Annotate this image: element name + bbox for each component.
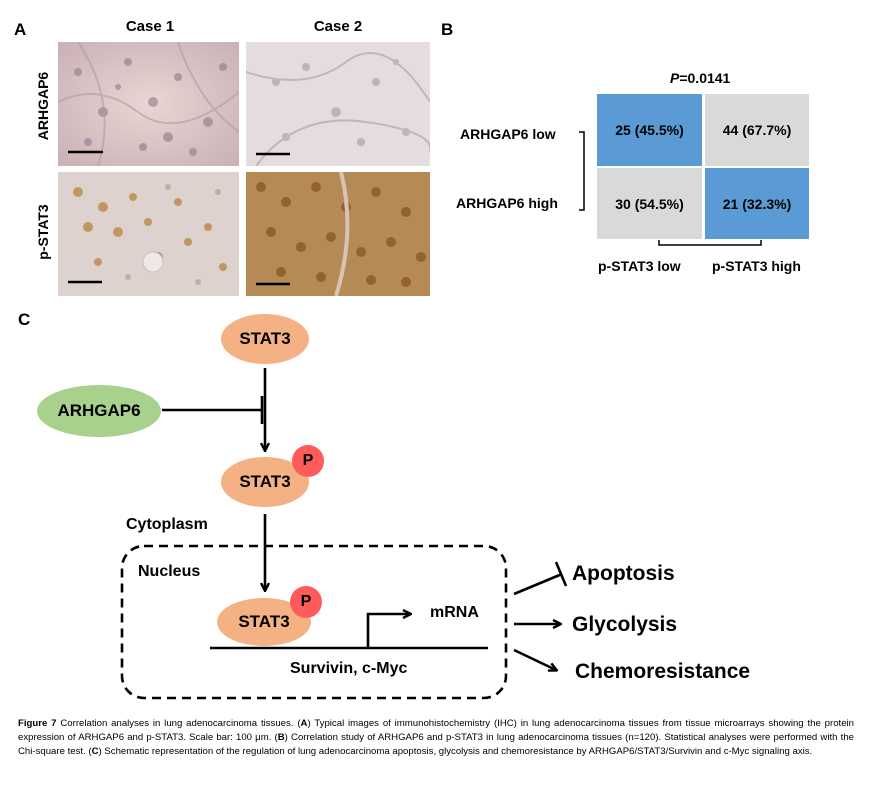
cell-high-low: 30 (54.5%) xyxy=(597,168,702,239)
ihc-image-pstat3-case1 xyxy=(58,172,239,296)
phospho-badge-nucleus: P xyxy=(290,586,322,618)
arhgap6-row-label: ARHGAP6 xyxy=(35,71,51,141)
panel-b-letter: B xyxy=(441,20,454,39)
case-1-label: Case 1 xyxy=(125,18,175,35)
stat3-node: STAT3 xyxy=(221,314,309,364)
ihc-image-arhgap6-case1 xyxy=(58,42,239,166)
arhgap6-node: ARHGAP6 xyxy=(37,385,161,437)
phospho-badge-cytoplasm: P xyxy=(292,445,324,477)
transcription-arrow xyxy=(366,614,410,648)
row-bracket xyxy=(579,131,585,211)
cell-low-high: 44 (67.7%) xyxy=(705,94,809,166)
inhibition-line-apoptosis xyxy=(513,572,563,596)
arrow-chemoresistance xyxy=(513,648,556,670)
ihc-image-pstat3-case2 xyxy=(246,172,430,296)
pstat3-row-label: p-STAT3 xyxy=(35,204,51,260)
outcome-apoptosis: Apoptosis xyxy=(572,562,675,585)
cell-low-low: 25 (45.5%) xyxy=(597,94,702,166)
nucleus-boundary xyxy=(120,544,508,700)
panel-a-letter: A xyxy=(14,20,27,39)
cytoplasm-label: Cytoplasm xyxy=(126,516,208,533)
row-label-arhgap6-low: ARHGAP6 low xyxy=(460,126,556,142)
cell-high-high: 21 (32.3%) xyxy=(705,168,809,239)
col-label-pstat3-high: p-STAT3 high xyxy=(712,258,801,274)
outcome-glycolysis: Glycolysis xyxy=(572,613,678,636)
pathway-connectors xyxy=(120,368,568,700)
inhibition-bar-apoptosis xyxy=(554,561,568,587)
col-label-pstat3-low: p-STAT3 low xyxy=(598,258,681,274)
panel-c-letter: C xyxy=(18,310,31,329)
p-value: P=0.0141 xyxy=(670,70,731,86)
figure-caption: Figure 7 Correlation analyses in lung ad… xyxy=(18,718,854,757)
row-label-arhgap6-high: ARHGAP6 high xyxy=(456,195,558,211)
nucleus-label: Nucleus xyxy=(138,563,201,580)
ihc-image-arhgap6-case2 xyxy=(246,42,430,166)
column-bracket xyxy=(658,240,762,246)
case-2-label: Case 2 xyxy=(313,18,363,35)
mrna-label: mRNA xyxy=(430,604,479,621)
outcome-chemoresistance: Chemoresistance xyxy=(575,660,751,683)
target-genes-label: Survivin, c-Myc xyxy=(290,660,408,677)
